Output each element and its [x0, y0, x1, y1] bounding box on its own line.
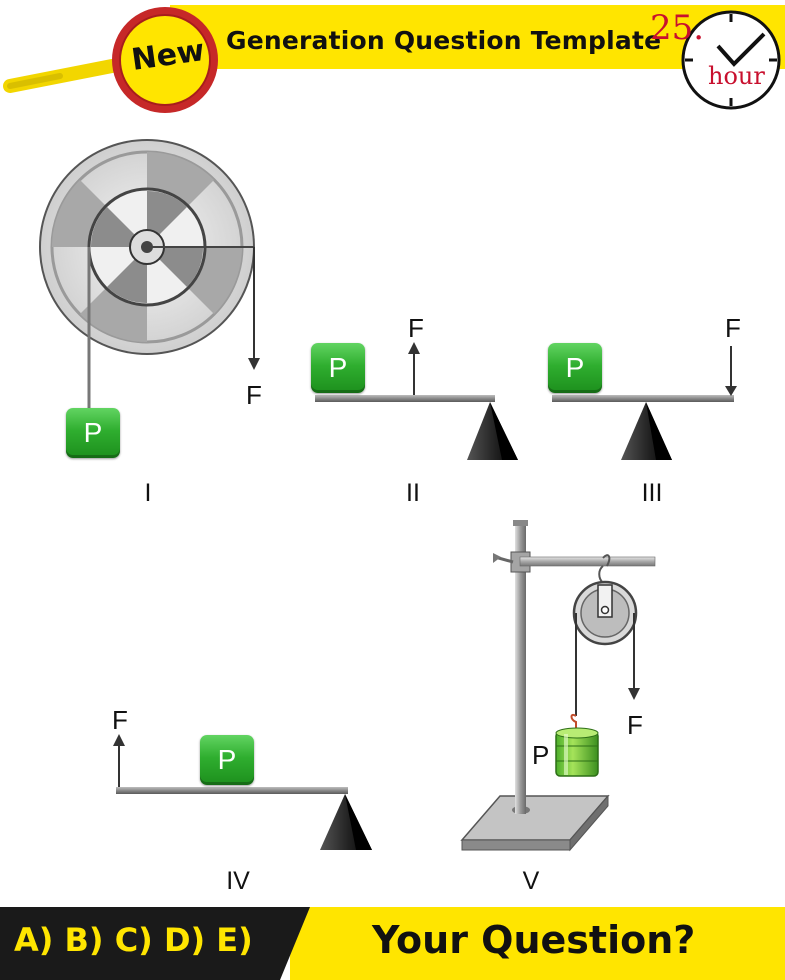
mass-p-figure-3: P	[548, 343, 602, 393]
force-label-figure-3: F	[725, 313, 741, 343]
footer-prompt-bar	[290, 907, 785, 980]
figure-1-label: I	[144, 479, 152, 507]
figure-4-lever	[113, 734, 372, 850]
clock-icon	[681, 10, 781, 110]
question-prompt: Your Question?	[372, 918, 696, 962]
mass-p-figure-2: P	[311, 343, 365, 393]
figure-3-lever	[552, 346, 737, 460]
figure-4-label: IV	[226, 867, 250, 895]
mass-p-figure-4: P	[200, 735, 254, 785]
header-title: Generation Question Template	[226, 26, 662, 55]
figure-2-lever	[315, 342, 518, 460]
answer-choices: A) B) C) D) E)	[14, 921, 253, 959]
timer-number: 25.	[650, 8, 705, 48]
mass-p-figure-5: P	[532, 740, 550, 770]
figure-3-label: III	[641, 479, 663, 507]
force-label-figure-5: F	[627, 710, 643, 740]
figure-2-label: II	[406, 479, 420, 507]
force-label-figure-4: F	[112, 705, 128, 735]
figure-1-wheel-axle	[39, 139, 260, 408]
force-label-figure-2: F	[408, 313, 424, 343]
magnifier-icon	[3, 7, 218, 113]
mass-p-figure-1: P	[66, 408, 120, 458]
force-label-figure-1: F	[246, 380, 262, 410]
figure-5-pulley-stand	[460, 520, 656, 852]
figure-5-label: V	[522, 867, 540, 895]
timer-unit: hour	[708, 62, 765, 90]
